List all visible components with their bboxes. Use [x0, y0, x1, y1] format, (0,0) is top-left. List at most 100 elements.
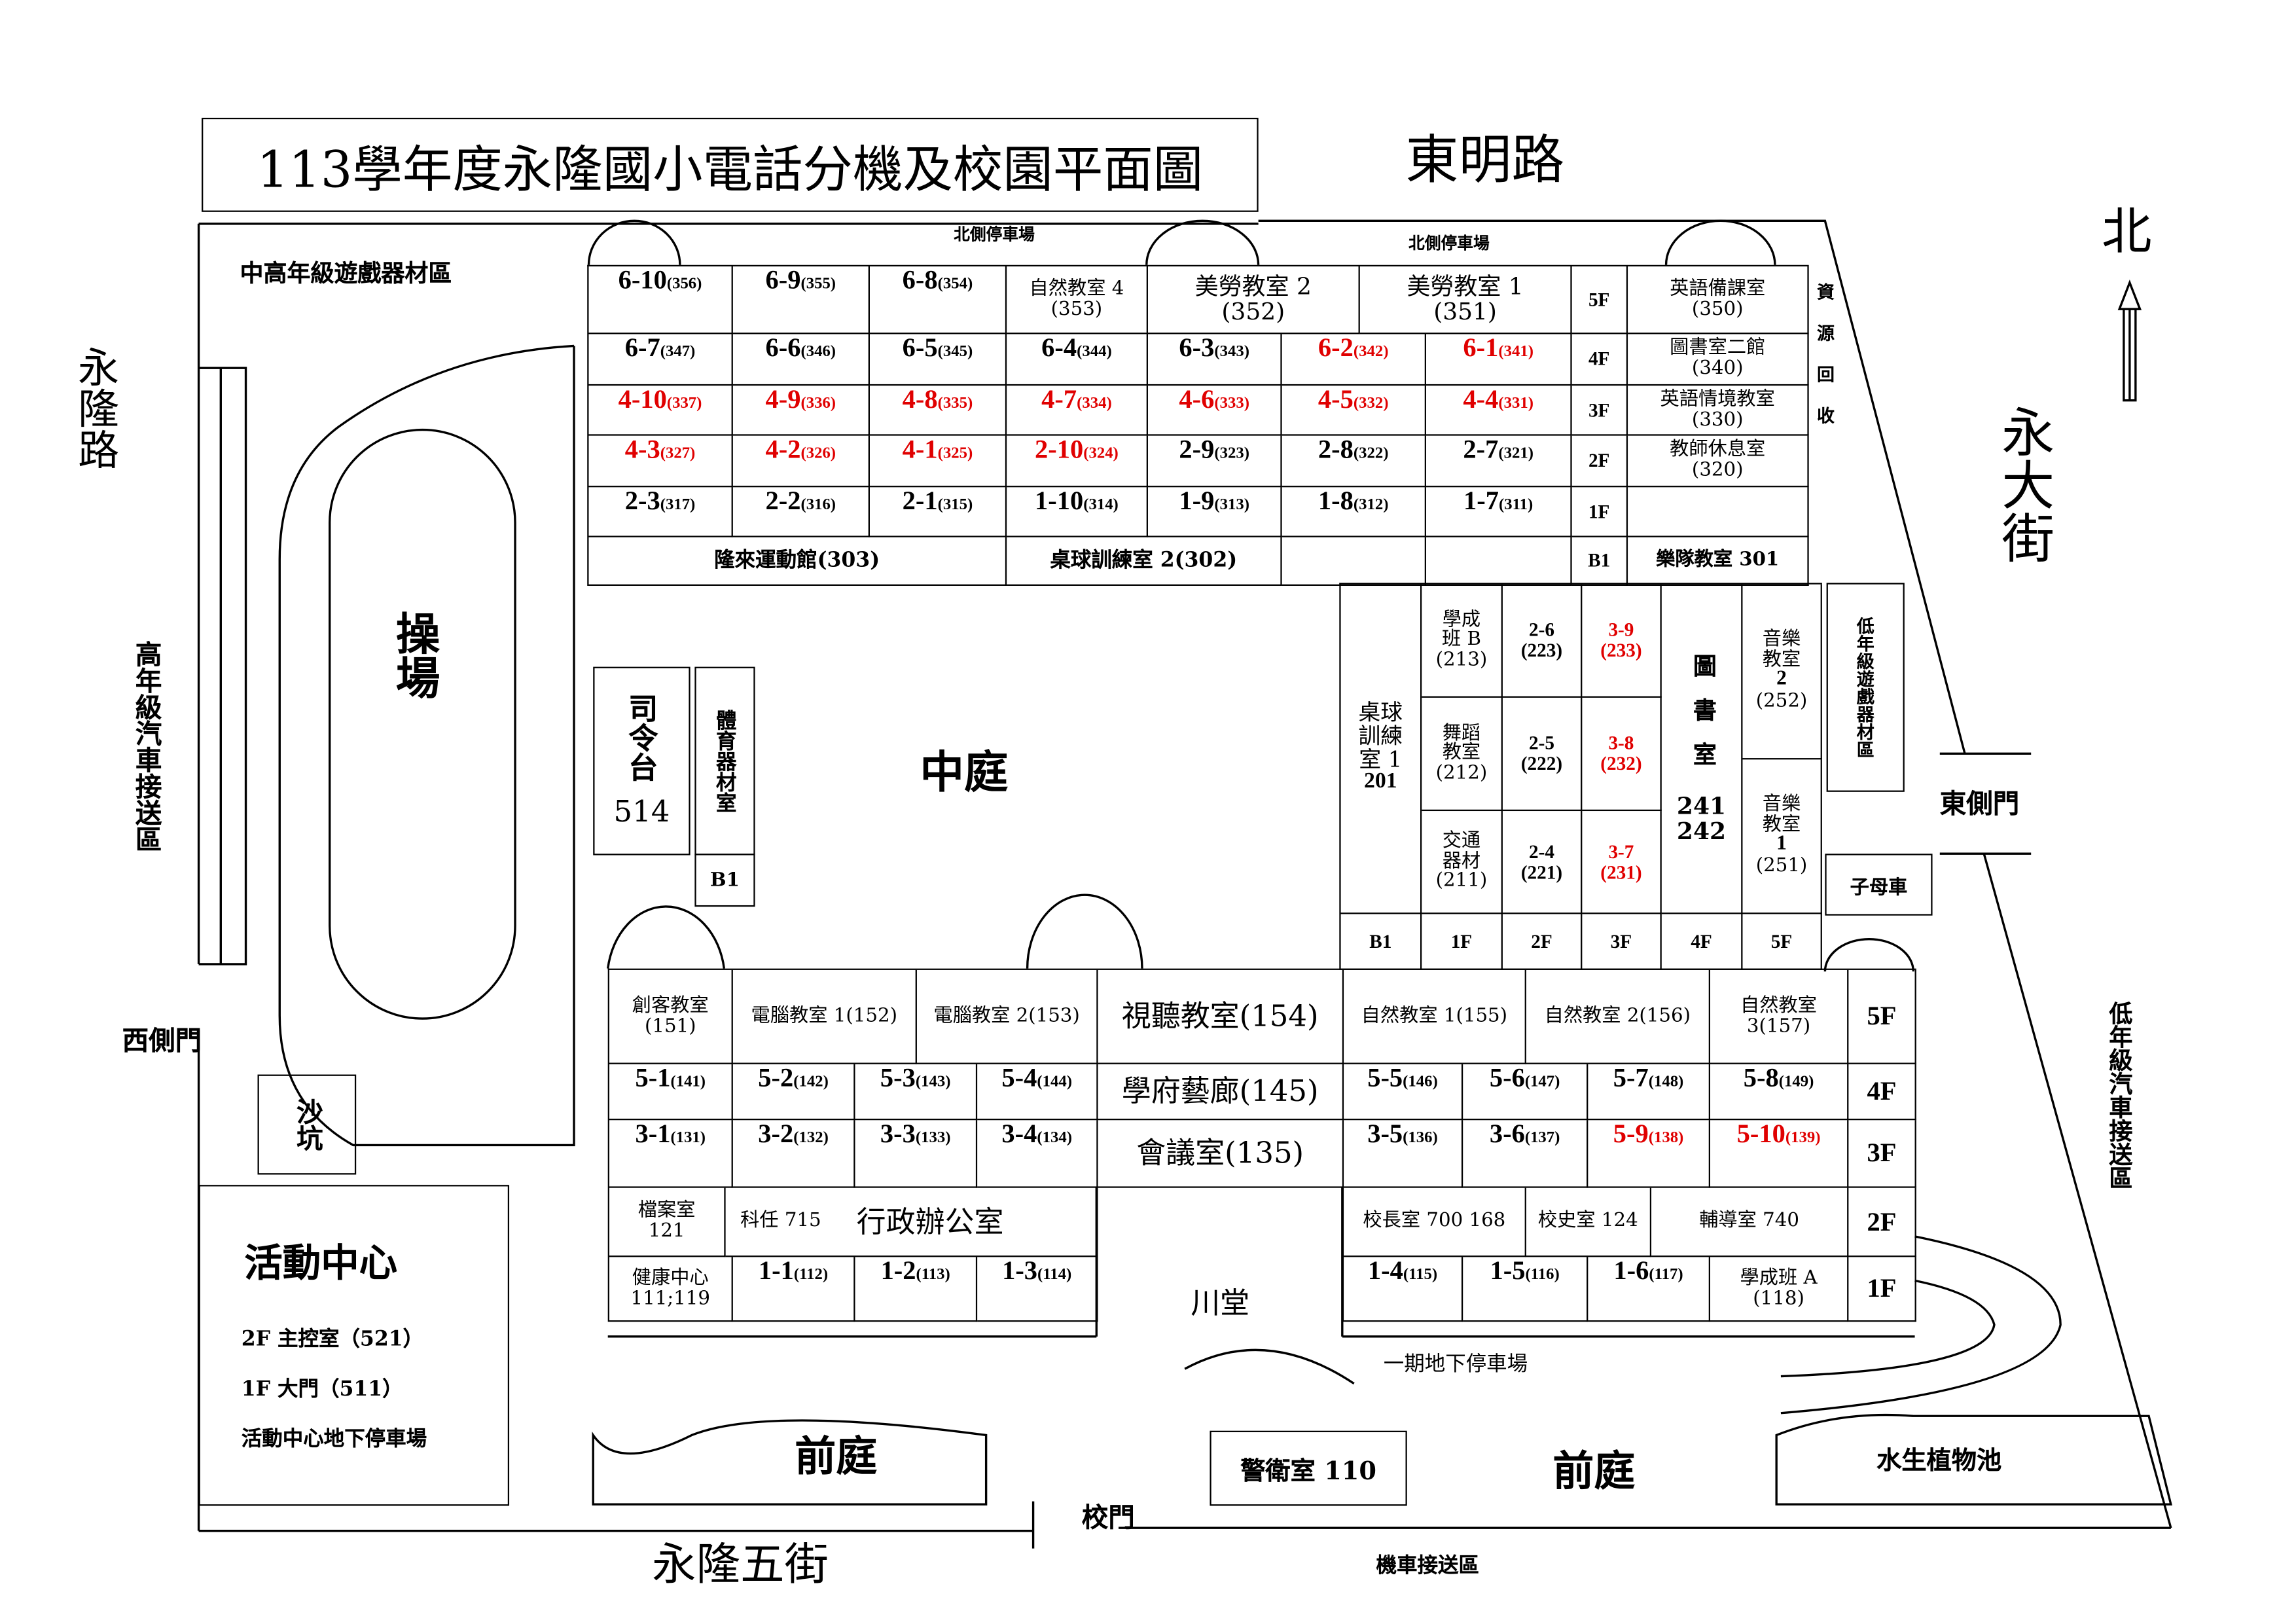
- extension: (232): [1600, 752, 1642, 774]
- room-name: 圖書室: [1689, 653, 1717, 786]
- floor-label: 1F: [1848, 1257, 1916, 1322]
- room-cell: 6-8(354): [869, 266, 1007, 334]
- floor-label: 5F: [1571, 266, 1628, 334]
- room-cell: 5-8(149): [1710, 1064, 1849, 1121]
- room-cell: 5-2(142): [732, 1064, 855, 1121]
- extension: (346): [800, 342, 836, 361]
- class-number: 6-4: [1041, 334, 1077, 363]
- floor-label: 3F: [1571, 386, 1628, 436]
- hallway: 川堂: [1098, 1187, 1344, 1322]
- class-number: 2-1: [902, 487, 938, 516]
- empty-cell: [1282, 537, 1426, 586]
- subject-teacher-ext: 科任 715: [740, 1210, 821, 1233]
- extension: (144): [1037, 1073, 1072, 1091]
- podium-extension: 514: [613, 793, 670, 829]
- north-arrow: [2117, 280, 2142, 402]
- room-cell: 3-9(233): [1582, 584, 1662, 698]
- guard-room: 警衛室 110: [1210, 1430, 1407, 1506]
- room-cell: 6-7(347): [588, 334, 733, 386]
- extension: (331): [1498, 394, 1534, 412]
- extension: (134): [1037, 1128, 1072, 1147]
- sports-hall: 隆來運動館(303): [588, 537, 1007, 586]
- class-number: 1-3: [1002, 1257, 1038, 1286]
- extension: (354): [937, 275, 973, 293]
- courtyard-label: 中庭: [920, 748, 1009, 800]
- class-number: 4-5: [1318, 386, 1354, 414]
- floor-label: 5F: [1848, 969, 1916, 1064]
- compass-north-label: 北: [2102, 203, 2152, 262]
- class-number: 4-4: [1463, 386, 1499, 414]
- floor-label: 2F: [1502, 914, 1583, 970]
- floor-label: 1F: [1422, 914, 1503, 970]
- class-number: 2-3: [624, 487, 660, 516]
- room-cell: 5-6(147): [1463, 1064, 1588, 1121]
- extension: (312): [1353, 496, 1389, 514]
- room-cell: 6-2(342): [1282, 334, 1426, 386]
- extension: (313): [1214, 496, 1249, 514]
- room-name: 健康中心: [632, 1267, 709, 1290]
- room-cell: 2-9(323): [1147, 435, 1282, 488]
- stroller-area: 子母車: [1825, 854, 1933, 916]
- class-number: 4-10: [618, 386, 667, 414]
- class-number: 3-1: [635, 1120, 671, 1148]
- extension: (337): [666, 394, 702, 412]
- pe-storage: 體育器材室: [694, 666, 755, 856]
- av-room: 視聽教室(154): [1098, 969, 1344, 1064]
- class-number: 4-8: [902, 386, 938, 414]
- class-number: 3-6: [1489, 1120, 1525, 1148]
- activity-center-line: 活動中心地下停車場: [241, 1428, 427, 1452]
- room-cell: 2-10(324): [1007, 435, 1148, 488]
- class-number: 1-7: [1463, 487, 1499, 516]
- extension: (136): [1403, 1128, 1438, 1147]
- room-cell: 1-4(115): [1344, 1257, 1463, 1322]
- room-cell: 英語備課室(350): [1628, 266, 1809, 334]
- room-cell: 5-7(148): [1588, 1064, 1710, 1121]
- east-gate-label: 東側門: [1939, 789, 2020, 820]
- class-number: 5-2: [758, 1064, 794, 1092]
- extension: (352): [1221, 297, 1285, 325]
- west-gate-label: 西側門: [122, 1026, 202, 1057]
- floor-label: 5F: [1742, 914, 1822, 970]
- class-number: 2-4: [1529, 840, 1555, 863]
- site-boundary-north: [198, 219, 1966, 754]
- floor-label: 4F: [1571, 334, 1628, 386]
- class-number: 1-8: [1318, 487, 1354, 516]
- activity-center-title: 活動中心: [244, 1242, 398, 1287]
- extension: (340): [1691, 357, 1744, 380]
- track-inner: [329, 428, 516, 1020]
- room-cell: 5-5(146): [1344, 1064, 1463, 1121]
- extension: (212): [1435, 762, 1488, 785]
- class-number: 2-10: [1035, 435, 1084, 464]
- room-cell: 3-1(131): [609, 1120, 733, 1188]
- room-name: 音樂教室: [1762, 793, 1801, 836]
- extension: (231): [1600, 860, 1642, 883]
- class-number: 6-8: [902, 266, 938, 295]
- room-cell: 4-7(334): [1007, 386, 1148, 436]
- map-title: 113學年度永隆國小電話分機及校園平面圖: [202, 117, 1259, 212]
- art-gallery: 學府藝廊(145): [1098, 1064, 1344, 1121]
- room-cell: 5-3(143): [855, 1064, 978, 1121]
- class-number: 6-9: [765, 266, 801, 295]
- class-number: 4-3: [624, 435, 660, 464]
- room-cell: 教師休息室(320): [1628, 435, 1809, 488]
- school-gate[interactable]: 校門: [1081, 1502, 1135, 1534]
- class-number: 3-8: [1608, 732, 1634, 755]
- resource-class-a: 學成班 A(118): [1710, 1257, 1849, 1322]
- class-number: 5-3: [880, 1064, 916, 1092]
- room-name: 交通器材: [1442, 830, 1481, 873]
- activity-center: 活動中心 2F 主控室（521） 1F 大門（511） 活動中心地下停車場: [198, 1185, 510, 1506]
- extension: (142): [793, 1073, 829, 1091]
- science-room-1: 自然教室 1(155): [1344, 969, 1526, 1064]
- class-number: 5-7: [1613, 1064, 1649, 1092]
- extension: (316): [800, 496, 836, 514]
- extension: (149): [1778, 1073, 1814, 1091]
- recycling-label: 資源回收: [1814, 282, 1836, 448]
- road-east: 永大街: [1992, 405, 2053, 564]
- courtyard-arc-1: [607, 905, 726, 969]
- extension: (211): [1435, 870, 1488, 893]
- north-building: 6-10(356) 6-9(355) 6-8(354) 自然教室 4(353) …: [587, 264, 1809, 586]
- extension: (332): [1353, 394, 1389, 412]
